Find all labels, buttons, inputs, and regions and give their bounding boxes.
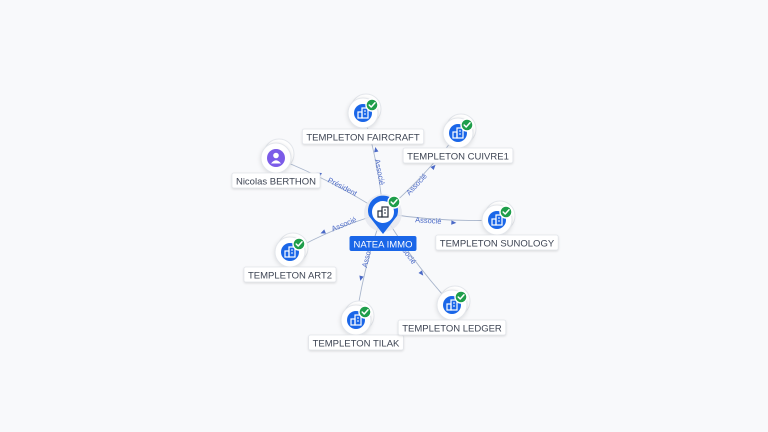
node-label-art2: TEMPLETON ART2	[243, 266, 337, 283]
svg-text:TEMPLETON FAIRCRAFT: TEMPLETON FAIRCRAFT	[306, 133, 420, 144]
arrow-icon	[359, 275, 364, 281]
node-label-sunology: TEMPLETON SUNOLOGY	[435, 234, 559, 251]
check-icon	[387, 195, 401, 209]
check-icon	[365, 98, 379, 112]
node-label-cuivre1: TEMPLETON CUIVRE1	[402, 147, 514, 164]
svg-text:TEMPLETON ART2: TEMPLETON ART2	[248, 271, 332, 282]
arrow-icon	[320, 229, 326, 234]
node-cuivre1[interactable]: TEMPLETON CUIVRE1	[402, 113, 514, 164]
check-icon	[292, 237, 306, 251]
building-icon	[491, 214, 503, 226]
building-icon	[284, 246, 296, 258]
node-ledger[interactable]: TEMPLETON LEDGER	[397, 285, 507, 336]
check-icon	[454, 290, 468, 304]
check-icon	[460, 118, 474, 132]
check-icon	[499, 205, 513, 219]
svg-text:TEMPLETON TILAK: TEMPLETON TILAK	[313, 339, 400, 350]
edge-label: Président	[326, 175, 359, 198]
node-berthon[interactable]: Nicolas BERTHON	[231, 138, 321, 189]
svg-text:TEMPLETON SUNOLOGY: TEMPLETON SUNOLOGY	[440, 239, 555, 250]
node-tilak[interactable]: TEMPLETON TILAK	[308, 300, 404, 351]
center-node[interactable]: NATEA IMMO	[349, 194, 417, 251]
svg-text:TEMPLETON LEDGER: TEMPLETON LEDGER	[402, 324, 502, 335]
svg-text:NATEA IMMO: NATEA IMMO	[354, 240, 413, 251]
center-label: NATEA IMMO	[349, 236, 417, 251]
building-icon	[446, 299, 458, 311]
svg-text:Nicolas BERTHON: Nicolas BERTHON	[236, 177, 316, 188]
building-icon	[357, 107, 369, 119]
node-faircraft[interactable]: TEMPLETON FAIRCRAFT	[301, 93, 425, 145]
building-icon	[377, 206, 389, 218]
edge-label: Associé	[415, 215, 442, 226]
arrow-icon	[374, 146, 379, 153]
node-art2[interactable]: TEMPLETON ART2	[243, 232, 337, 283]
arrow-icon	[451, 220, 457, 225]
building-icon	[350, 314, 362, 326]
node-label-berthon: Nicolas BERTHON	[231, 172, 321, 189]
person-icon	[267, 149, 285, 167]
node-label-faircraft: TEMPLETON FAIRCRAFT	[301, 128, 425, 145]
node-sunology[interactable]: TEMPLETON SUNOLOGY	[435, 200, 559, 251]
building-icon	[452, 127, 464, 139]
check-icon	[358, 305, 372, 319]
arrow-icon	[430, 164, 436, 171]
edge-label: Associé	[404, 172, 429, 197]
node-label-tilak: TEMPLETON TILAK	[308, 334, 404, 351]
edge-label: Associé	[330, 215, 358, 233]
svg-text:TEMPLETON CUIVRE1: TEMPLETON CUIVRE1	[407, 152, 509, 163]
arrow-icon	[418, 270, 424, 276]
node-label-ledger: TEMPLETON LEDGER	[397, 319, 507, 336]
edge-label: Associé	[373, 158, 387, 186]
nodes-layer: TEMPLETON FAIRCRAFT TEMPLETON CUIVRE1Nico…	[231, 93, 559, 351]
